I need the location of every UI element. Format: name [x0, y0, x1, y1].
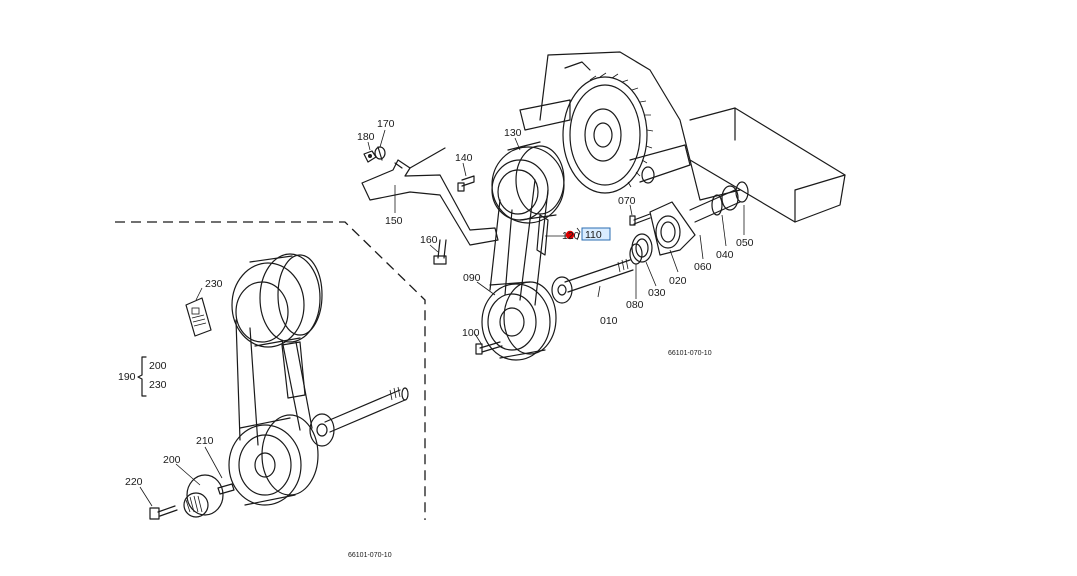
inset-dashed-border	[115, 221, 426, 520]
label-100[interactable]: 100	[462, 327, 480, 339]
bolt-220	[149, 505, 178, 520]
highlight-marker-120	[565, 230, 575, 240]
pulley-lower-inset	[228, 414, 319, 506]
label-020[interactable]: 020	[669, 275, 687, 287]
bearing-040	[721, 185, 739, 211]
pulley-130	[491, 141, 565, 224]
label-140[interactable]: 140	[455, 152, 473, 164]
label-060[interactable]: 060	[694, 261, 712, 273]
label-230-group[interactable]: 230	[149, 379, 167, 391]
snap-ring-050	[735, 181, 749, 203]
label-220[interactable]: 220	[125, 476, 143, 488]
bracket-150	[361, 147, 499, 246]
shaft-010	[551, 258, 634, 304]
brace-190	[137, 356, 147, 397]
label-040[interactable]: 040	[716, 249, 734, 261]
label-080[interactable]: 080	[626, 299, 644, 311]
drawing-codes: 66101-070-10 66101-070-10	[348, 350, 712, 559]
pulley-upper-inset	[231, 253, 323, 348]
gear-case-housing	[519, 51, 846, 223]
label-050[interactable]: 050	[736, 237, 754, 249]
drawing-code-upper: 66101-070-10	[668, 350, 712, 357]
flange-200	[183, 474, 224, 518]
shaft-060	[689, 189, 741, 223]
label-190[interactable]: 190	[118, 371, 136, 383]
label-010[interactable]: 010	[600, 315, 618, 327]
label-180[interactable]: 180	[357, 131, 375, 143]
label-030[interactable]: 030	[648, 287, 666, 299]
bolt-100	[475, 341, 503, 355]
label-230-cover[interactable]: 230	[205, 278, 223, 290]
leader-lines-inset	[139, 287, 223, 507]
label-090[interactable]: 090	[463, 272, 481, 284]
pin-210	[217, 483, 235, 495]
leader-lines-upper	[367, 129, 745, 346]
bolt-070	[629, 213, 651, 226]
belt-cover-230	[185, 297, 212, 337]
label-200-group[interactable]: 200	[149, 360, 167, 372]
bolt-160	[433, 239, 447, 265]
bolt-180	[363, 150, 377, 163]
label-200[interactable]: 200	[163, 454, 181, 466]
highlight-box-110	[581, 227, 611, 241]
drawing-code-lower: 66101-070-10	[348, 552, 392, 559]
label-110[interactable]: 110	[585, 229, 602, 241]
label-150[interactable]: 150	[385, 215, 403, 227]
label-210[interactable]: 210	[196, 435, 214, 447]
oil-seal-030	[631, 233, 653, 263]
label-170[interactable]: 170	[377, 118, 395, 130]
belt-inset	[235, 319, 313, 446]
label-070[interactable]: 070	[618, 195, 636, 207]
label-160[interactable]: 160	[420, 234, 438, 246]
large-gear	[562, 72, 691, 194]
label-130[interactable]: 130	[504, 127, 522, 139]
bolt-140	[457, 175, 475, 192]
pulley-090	[481, 281, 557, 361]
label-120[interactable]: 120	[562, 230, 580, 242]
part-labels: 170 180 150 140 130 160 090 100 010 070 …	[118, 118, 754, 488]
bearing-holder-020	[649, 201, 696, 256]
shaft-inset	[309, 386, 409, 447]
washer-170	[374, 146, 386, 161]
